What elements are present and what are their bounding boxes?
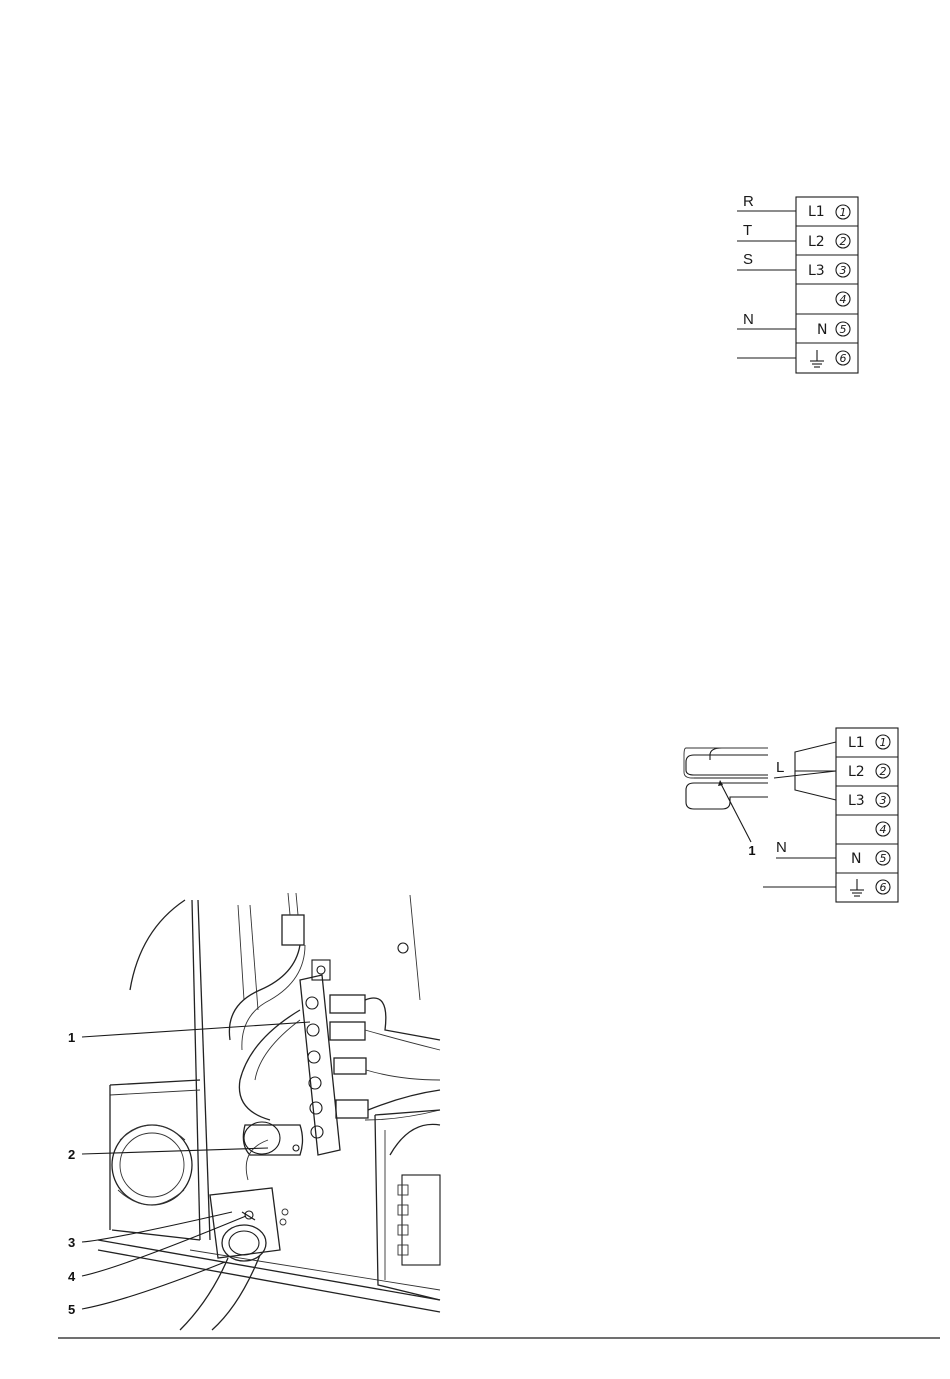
terminal-number: 5 <box>876 851 890 865</box>
wire-label-n: N <box>776 839 787 856</box>
terminal-number: 6 <box>876 880 890 894</box>
terminal-label: N <box>817 322 827 338</box>
wire-label-n: N <box>743 311 754 328</box>
callout-5: 5 <box>68 1302 75 1317</box>
terminal-number: 6 <box>836 351 850 365</box>
appliance-interior-illustration <box>98 893 440 1330</box>
terminal-label: L1 <box>848 735 865 751</box>
terminal-block <box>796 197 858 373</box>
svg-text:4: 4 <box>880 823 887 836</box>
three-phase-wiring-diagram: R T S N L1 L2 L3 N 1 2 3 4 <box>737 193 858 373</box>
terminal-number: 2 <box>836 234 850 248</box>
transformer-icon <box>375 1110 440 1300</box>
wire-label-l: L <box>776 759 784 776</box>
wire-label-r: R <box>743 193 754 210</box>
terminal-label: L2 <box>808 234 825 250</box>
terminal-number: 4 <box>836 292 850 306</box>
svg-text:2: 2 <box>840 235 847 248</box>
svg-text:2: 2 <box>880 765 887 778</box>
svg-text:1: 1 <box>880 736 887 749</box>
terminal-number: 4 <box>876 822 890 836</box>
callout-4: 4 <box>68 1269 76 1284</box>
cable-entry-plate-icon <box>210 1188 288 1261</box>
svg-text:5: 5 <box>880 852 887 865</box>
svg-text:5: 5 <box>840 323 847 336</box>
terminal-number: 5 <box>836 322 850 336</box>
single-phase-wiring-diagram: L N 1 L1 L2 L3 N 1 2 <box>684 728 898 902</box>
callout-2: 2 <box>68 1147 75 1162</box>
terminal-label: L1 <box>808 204 825 220</box>
wire-label-s: S <box>743 251 753 268</box>
terminal-number: 1 <box>876 735 890 749</box>
svg-text:3: 3 <box>880 794 887 807</box>
svg-text:3: 3 <box>840 264 847 277</box>
terminal-number: 2 <box>876 764 890 778</box>
bridge-jumper-icon <box>684 748 768 809</box>
callout-3: 3 <box>68 1235 75 1250</box>
callout-1: 1 <box>68 1030 75 1045</box>
wire-label-t: T <box>743 222 752 239</box>
bridge-wire <box>795 742 836 771</box>
terminal-label: N <box>851 851 861 867</box>
callout-leader <box>720 782 751 842</box>
svg-text:4: 4 <box>840 293 847 306</box>
svg-text:1: 1 <box>840 206 847 219</box>
svg-text:6: 6 <box>840 352 847 365</box>
photo-callouts: 1 2 3 4 5 <box>68 1022 310 1317</box>
earth-symbol-icon <box>810 350 824 367</box>
terminal-number: 3 <box>836 263 850 277</box>
svg-text:6: 6 <box>880 881 887 894</box>
earth-symbol-icon <box>850 879 864 896</box>
terminal-number: 1 <box>836 205 850 219</box>
terminal-label: L3 <box>848 793 865 809</box>
bridge-callout: 1 <box>748 843 755 858</box>
terminal-number: 3 <box>876 793 890 807</box>
terminal-label: L3 <box>808 263 825 279</box>
terminal-label: L2 <box>848 764 865 780</box>
